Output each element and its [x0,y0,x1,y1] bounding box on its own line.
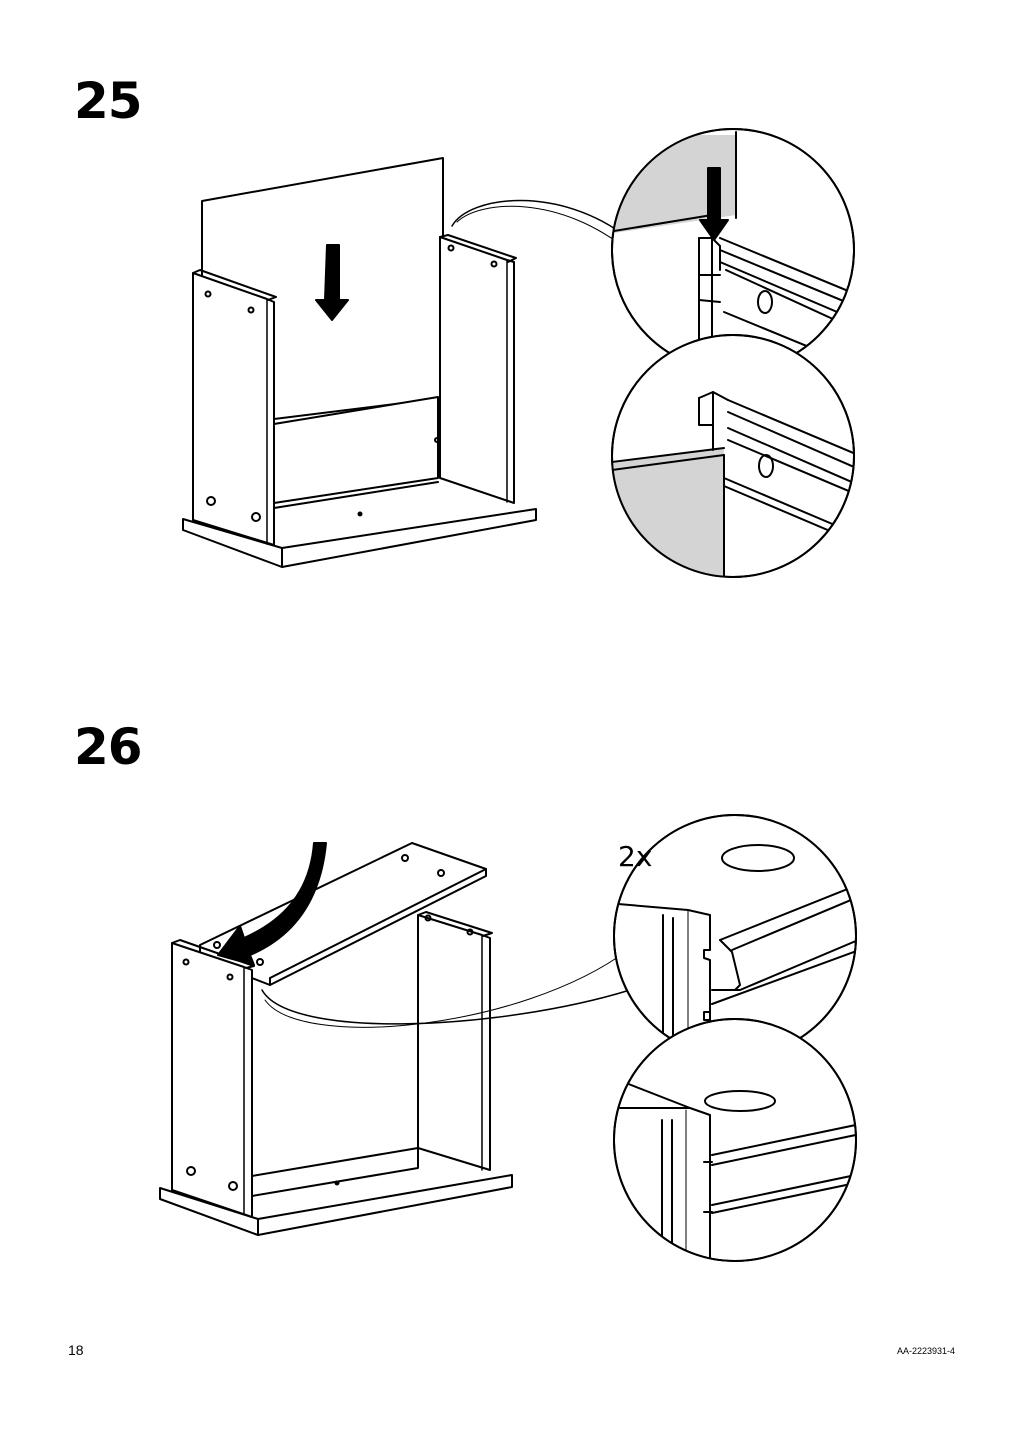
document-code: AA-2223931-4 [897,1346,956,1356]
step26-detail-bottom [614,1019,870,1265]
step-number-25: 25 [74,72,143,130]
step-number-26: 26 [74,718,143,776]
step25-cabinet-drawing [183,158,630,567]
page-number: 18 [68,1342,84,1358]
step26-cabinet-drawing [160,843,630,1235]
quantity-label: 2x [618,840,652,873]
